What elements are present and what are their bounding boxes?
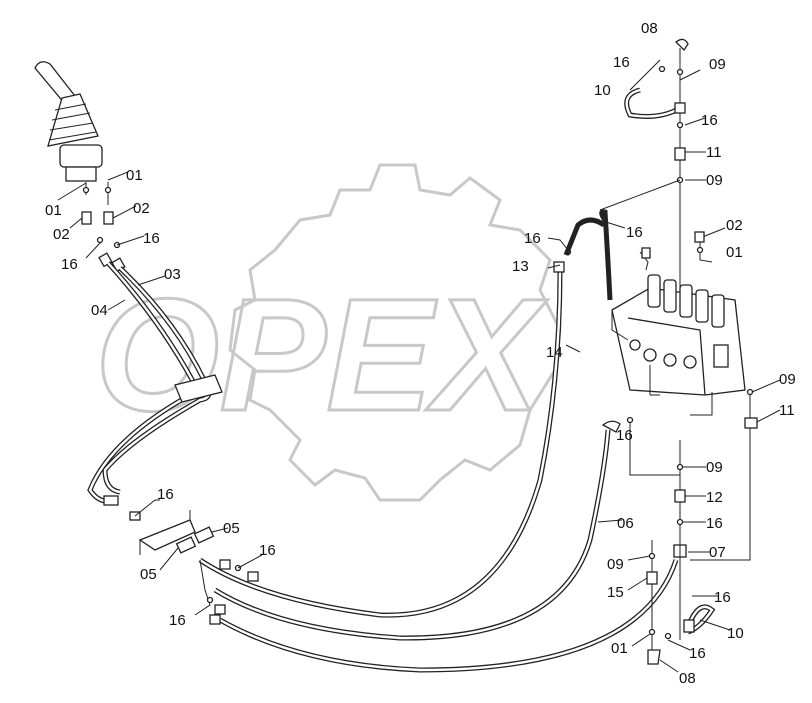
callout-label: 02 <box>726 217 743 234</box>
callout-label: 09 <box>706 459 723 476</box>
callout-label: 16 <box>613 54 630 71</box>
callout-label: 16 <box>714 589 731 606</box>
callout-label: 07 <box>709 544 726 561</box>
callout-label: 13 <box>512 258 529 275</box>
callout-label: 15 <box>607 584 624 601</box>
hose-07 <box>218 544 687 673</box>
callout-label: 16 <box>143 230 160 247</box>
right-fittings <box>626 379 781 640</box>
watermark-text: OPEX <box>95 265 548 444</box>
callout-label: 05 <box>140 566 157 583</box>
callout-label: 09 <box>779 371 796 388</box>
lower-left-fittings <box>194 554 263 625</box>
hose-top-loop <box>563 209 626 301</box>
callout-label: 08 <box>679 670 696 687</box>
joystick-control <box>34 61 103 182</box>
callout-label: 09 <box>709 56 726 73</box>
callout-label: 03 <box>164 266 181 283</box>
callout-label: 01 <box>126 167 143 184</box>
hose-10-bottom <box>664 595 731 651</box>
callout-label: 08 <box>641 20 658 37</box>
callout-label: 16 <box>169 612 186 629</box>
callout-label: 14 <box>546 344 563 361</box>
control-valve <box>611 227 746 416</box>
callout-label: 10 <box>727 625 744 642</box>
callout-label: 12 <box>706 489 723 506</box>
hose-03-04 <box>87 261 223 504</box>
callout-label: 01 <box>45 202 62 219</box>
callout-label: 09 <box>607 556 624 573</box>
callout-label: 05 <box>223 520 240 537</box>
lower-fittings <box>627 540 679 673</box>
callout-label: 02 <box>53 226 70 243</box>
callout-label: 06 <box>617 515 634 532</box>
callout-label: 16 <box>61 256 78 273</box>
callout-label: 16 <box>259 542 276 559</box>
callout-label: 11 <box>706 144 722 161</box>
callout-label: 11 <box>779 402 795 419</box>
callout-label: 16 <box>524 230 541 247</box>
watermark-gear <box>228 163 562 502</box>
callout-label: 09 <box>706 172 723 189</box>
callout-label: 16 <box>616 427 633 444</box>
callout-label: 16 <box>706 515 723 532</box>
callout-label: 02 <box>133 200 150 217</box>
callout-label: 10 <box>594 82 611 99</box>
hose-06 <box>213 420 623 641</box>
callout-label: 01 <box>611 640 628 657</box>
callout-label: 16 <box>701 112 718 129</box>
callout-label: 16 <box>689 645 706 662</box>
callout-label: 01 <box>726 244 743 261</box>
bracket-assembly <box>103 495 229 571</box>
callout-label: 16 <box>157 486 174 503</box>
callout-label: 16 <box>626 224 643 241</box>
hose-10-top <box>599 38 706 295</box>
callout-label: 04 <box>91 302 108 319</box>
